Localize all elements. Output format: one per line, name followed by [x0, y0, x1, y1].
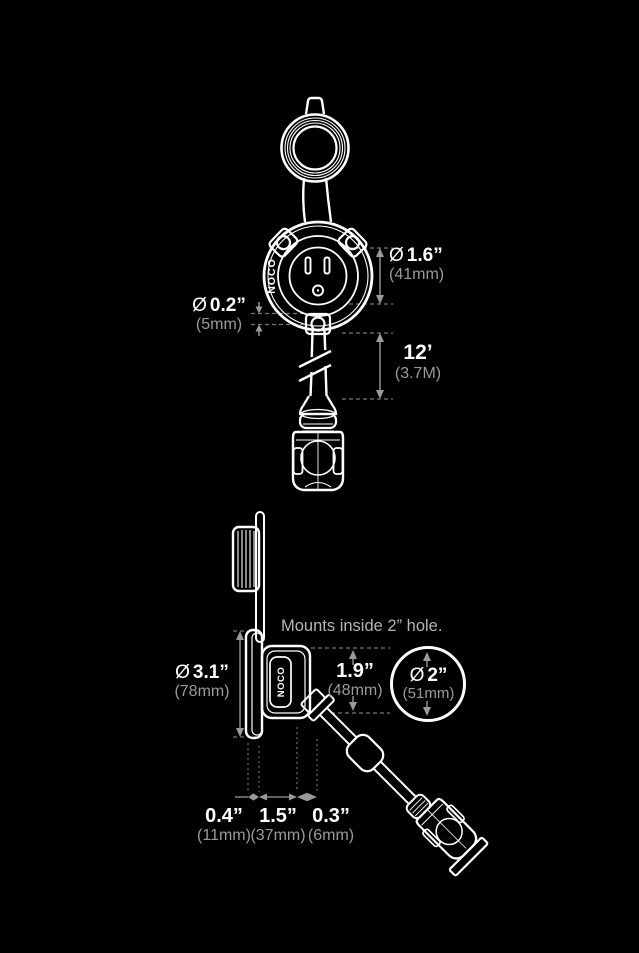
diameter-symbol: Ø [409, 665, 425, 686]
socket-mounting-tabs [268, 227, 368, 336]
cap-side-view [231, 525, 261, 593]
diameter-symbol: Ø [389, 245, 404, 266]
top-view-drawing: NOCO [251, 96, 393, 492]
dim-lines-mount-depth [311, 647, 390, 714]
dim-arrows-widths [235, 792, 317, 802]
dim-label-flange-thickness: 0.4” (11mm) [197, 805, 251, 845]
brand-logo-plate [269, 656, 292, 708]
dim-lines-cable-length [342, 332, 393, 400]
dim-label-body-depth: 1.5” (37mm) [250, 805, 306, 845]
dim-arrow-flange-diameter [236, 631, 244, 737]
plug-connector-side [405, 793, 489, 877]
diameter-symbol: Ø [175, 662, 190, 683]
dim-arrow-cable-length [376, 333, 384, 399]
mounting-note: Mounts inside 2” hole. [281, 617, 443, 635]
cap-top-view [280, 96, 350, 183]
diameter-symbol: Ø [192, 295, 207, 316]
dim-label-cable-length: 12’ (3.7M) [394, 341, 442, 382]
dim-label-rear-clearance: 0.3” (6mm) [307, 805, 355, 845]
ferrite-bead [345, 733, 385, 773]
dim-lines-widths [247, 727, 318, 792]
dim-arrow-screw-hole [255, 302, 263, 336]
plug-base-plate [448, 836, 489, 877]
cable-and-plug-side [300, 688, 489, 877]
cap-strap [302, 177, 333, 223]
cable-break-mark [298, 349, 332, 383]
socket-body-side [260, 644, 312, 720]
power-cable [309, 330, 328, 397]
side-view-drawing: NOCO [231, 511, 489, 877]
mount-flange-side [244, 628, 264, 740]
brand-logo-side: NOCO [276, 667, 287, 698]
hole-size-badge-circle [390, 646, 466, 722]
dim-lines-flange-diameter [233, 630, 257, 738]
dim-arrow-socket-diameter [376, 248, 384, 304]
cap-strap-side [255, 511, 265, 643]
brand-logo-top: NOCO [266, 258, 278, 294]
dim-label-mount-depth: 1.9” (48mm) [327, 660, 383, 700]
plug-connector [291, 395, 345, 492]
dim-arrow-mount-depth [349, 650, 357, 711]
dim-lines-screw-hole [251, 312, 306, 326]
